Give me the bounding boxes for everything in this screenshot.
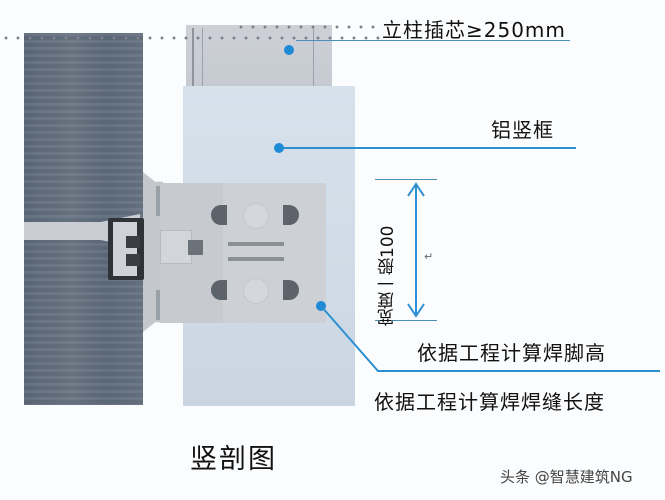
wall-slot — [24, 222, 104, 240]
label-weld-leg-height: 依据工程计算焊脚高 — [417, 341, 606, 365]
return-mark: ↵ — [424, 250, 434, 263]
bolt-head — [188, 240, 203, 255]
embed-plate-edge-bottom — [156, 290, 160, 320]
dimension-label: 宽度一般100 — [378, 225, 398, 326]
leader-dot — [284, 45, 294, 55]
watermark: 头条 @智慧建筑NG — [500, 468, 633, 486]
label-aluminum-frame: 铝竖框 — [491, 118, 554, 142]
label-weld-length: 依据工程计算焊焊缝长度 — [374, 390, 605, 414]
channel-lip — [126, 254, 140, 266]
slotted-hole — [283, 280, 299, 300]
insert-core-edge — [313, 28, 314, 86]
diagram-title: 竖剖图 — [190, 444, 277, 475]
label-insert-core: 立柱插芯≥250mm — [382, 18, 566, 42]
slotted-hole — [211, 280, 227, 300]
channel-lip — [126, 236, 140, 248]
slot-line — [228, 257, 284, 261]
leader-line — [282, 147, 576, 149]
slotted-hole — [211, 205, 227, 225]
slot-line — [228, 242, 284, 246]
dimension-arrow-icon — [407, 182, 425, 318]
dotted-reference-line — [0, 36, 380, 40]
washer — [243, 278, 269, 304]
connector-bracket-plate — [223, 183, 326, 323]
leader-dot — [274, 143, 284, 153]
dimension-line-bottom — [375, 320, 437, 321]
slotted-hole — [283, 205, 299, 225]
dimension-line-top — [375, 179, 437, 180]
washer — [243, 203, 269, 229]
leader-line — [320, 305, 660, 372]
insert-core — [186, 25, 332, 87]
dotted-reference-line — [235, 25, 375, 29]
embedded-channel-inner — [113, 222, 137, 276]
insert-core-edge — [202, 28, 203, 86]
leader-line — [296, 40, 570, 41]
embed-plate-edge-top — [156, 186, 160, 216]
insert-core-edge — [192, 28, 194, 86]
